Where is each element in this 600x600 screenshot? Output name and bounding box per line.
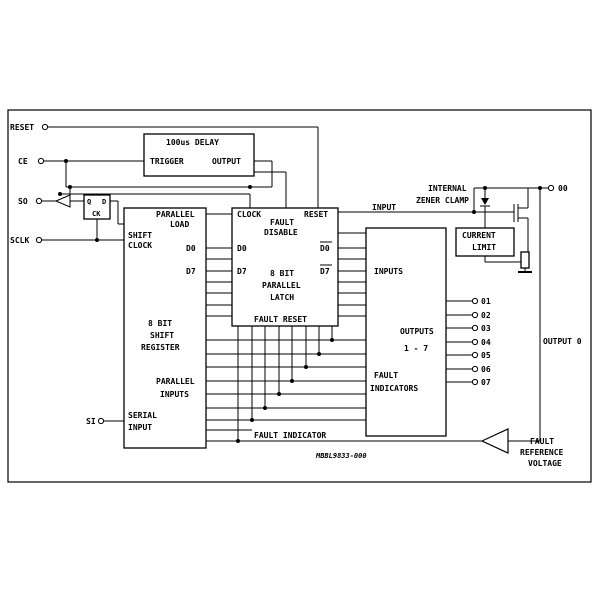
sr-title-3: REGISTER [141,343,180,352]
output-transistor [513,188,529,252]
flipflop-q-label: Q [87,198,91,206]
pin-o7-label: 07 [481,378,491,387]
sr-parallel-inputs-2: INPUTS [160,390,189,399]
latch-title-2: PARALLEL [262,281,301,290]
pin-o2-label: 02 [481,311,491,320]
latch-title-3: LATCH [270,293,294,302]
sr-d7-label: D7 [186,267,196,276]
zener-diode [480,198,490,207]
outputs-fault-1: FAULT [374,371,398,380]
outputs-label-1: OUTPUTS [400,327,434,336]
fault-ref-1: FAULT [530,437,554,446]
flipflop-ck-label: CK [92,210,101,218]
pins [35,123,555,425]
junction-dots [58,159,542,443]
latch-clock-label: CLOCK [237,210,261,219]
latch-box [231,207,339,327]
pin-ce-label: CE [18,157,28,166]
fault-comparator [480,428,509,454]
pin-o0-label: 00 [558,184,568,193]
sr-serial-input-1: SERIAL [128,411,157,420]
output0-label: OUTPUT 0 [543,337,582,346]
latch-d7-out-label: D7 [320,267,330,276]
pin-o3-label: 03 [481,324,491,333]
zener-label-2: ZENER CLAMP [416,196,469,205]
delay-title: 100us DELAY [166,138,219,147]
zener-label-1: INTERNAL [428,184,467,193]
delay-output-label: OUTPUT [212,157,241,166]
delay-trigger-label: TRIGGER [150,157,184,166]
latch-fault-disable-1: FAULT [270,218,294,227]
outputs-label-2: 1 - 7 [404,344,428,353]
flipflop-d-label: D [102,198,106,206]
sr-parallel-inputs-1: PARALLEL [156,377,195,386]
fault-ref-2: REFERENCE [520,448,564,457]
latch-fault-disable-2: DISABLE [264,228,298,237]
pin-sclk-label: SCLK [10,236,29,245]
latch-reset-label: RESET [304,210,328,219]
latch-d7-label: D7 [237,267,247,276]
fault-ref-3: VOLTAGE [528,459,562,468]
sr-serial-input-2: INPUT [128,423,152,432]
pin-so-label: SO [18,197,28,206]
so-buffer [54,194,71,208]
sr-shift-clock-2: CLOCK [128,241,152,250]
delay-box [143,133,255,177]
pin-o6-label: 06 [481,365,491,374]
shift-register-box [123,207,207,449]
part-code: MBBL9833-000 [315,452,367,460]
current-limit-2: LIMIT [472,243,496,252]
latch-title-1: 8 BIT [270,269,294,278]
outputs-fault-2: INDICATORS [370,384,418,393]
pin-o5-label: 05 [481,351,491,360]
outputs-box [365,227,447,437]
latch-d0-out-label: D0 [320,244,330,253]
sr-title-2: SHIFT [150,331,174,340]
current-limit-1: CURRENT [462,231,496,240]
pin-si-label: SI [86,417,96,426]
sr-parallel-load-1: PARALLEL [156,210,195,219]
latch-d0-label: D0 [237,244,247,253]
sr-shift-clock-1: SHIFT [128,231,152,240]
pin-o4-label: 04 [481,338,491,347]
sr-d0-label: D0 [186,244,196,253]
pin-reset-label: RESET [10,123,34,132]
input-label: INPUT [372,203,396,212]
sr-parallel-load-2: LOAD [170,220,189,229]
current-limit-box [455,227,515,257]
ground-symbol [518,268,532,273]
latch-fault-reset-label: FAULT RESET [254,315,307,324]
resistor [520,251,530,269]
outputs-inputs-label: INPUTS [374,267,403,276]
sr-title-1: 8 BIT [148,319,172,328]
diagram-frame [7,109,592,483]
pin-o1-label: 01 [481,297,491,306]
fault-indicator-label: FAULT INDICATOR [254,431,326,440]
